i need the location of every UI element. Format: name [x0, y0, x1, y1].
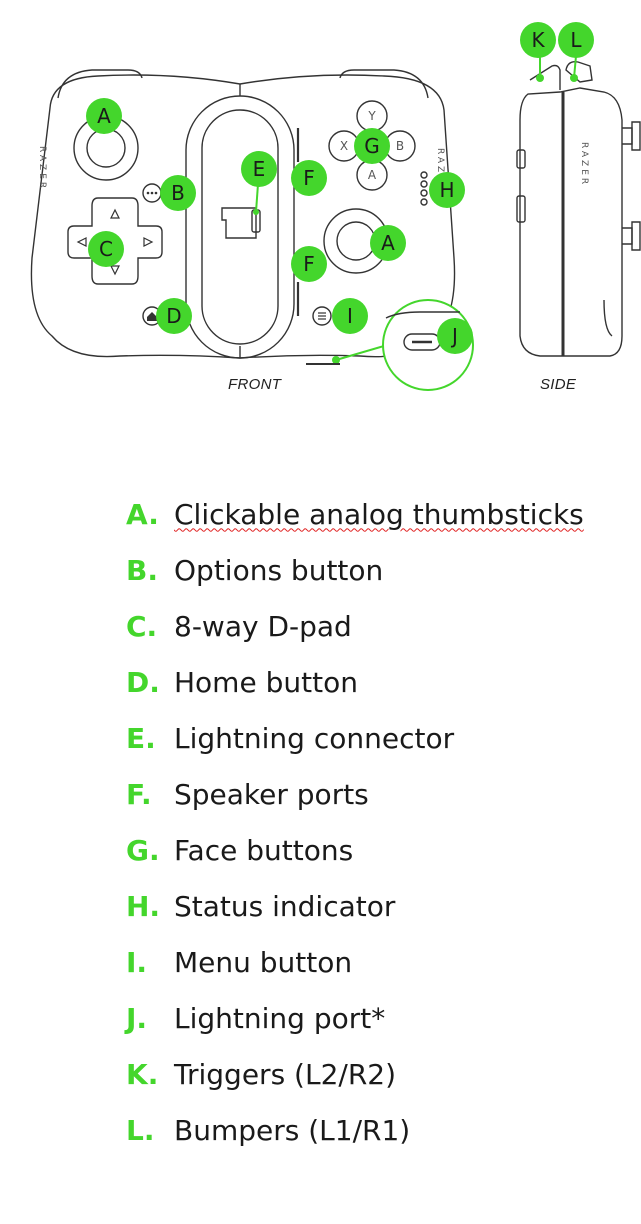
legend-item: E. Lightning connector: [126, 710, 626, 766]
callout-j: J: [437, 318, 473, 354]
side-view-caption: SIDE: [540, 376, 577, 393]
legend-item: C. 8-way D-pad: [126, 598, 626, 654]
legend-text: Triggers (L2/R2): [174, 1057, 397, 1091]
legend-item: K. Triggers (L2/R2): [126, 1046, 626, 1102]
options-icon: [146, 191, 158, 195]
legend-item: I. Menu button: [126, 934, 626, 990]
legend-item: H. Status indicator: [126, 878, 626, 934]
phone-dock-outer: [185, 95, 295, 359]
callout-a-right: A: [370, 225, 406, 261]
svg-text:F: F: [303, 252, 315, 276]
home-icon: [147, 312, 157, 321]
legend-item: A. Clickable analog thumbsticks: [126, 486, 626, 542]
legend-letter: C.: [126, 609, 158, 643]
legend-text: Bumpers (L1/R1): [174, 1113, 411, 1147]
legend: A. Clickable analog thumbsticks B. Options…: [126, 486, 626, 1158]
callout-f-upper: F: [291, 160, 327, 196]
svg-text:L: L: [570, 28, 582, 52]
legend-letter: E.: [126, 721, 156, 755]
legend-letter: B.: [126, 553, 158, 587]
callout-l: L: [558, 22, 594, 58]
svg-text:E: E: [253, 157, 266, 181]
callout-b: B: [160, 175, 196, 211]
legend-letter: G.: [126, 833, 160, 867]
face-label-b: B: [396, 139, 404, 153]
svg-text:K: K: [531, 28, 545, 52]
legend-letter: I.: [126, 945, 148, 979]
legend-letter: D.: [126, 665, 160, 699]
callout-f-lower: F: [291, 246, 327, 282]
svg-text:G: G: [364, 134, 380, 158]
legend-text: Options button: [174, 553, 384, 587]
legend-text: Menu button: [174, 945, 353, 979]
front-view-caption: FRONT: [228, 376, 282, 393]
svg-text:A: A: [381, 231, 395, 255]
svg-text:B: B: [171, 181, 185, 205]
callout-d: D: [156, 298, 192, 334]
port-leader-line: [335, 345, 385, 361]
callout-g: G: [354, 128, 390, 164]
legend-item: L. Bumpers (L1/R1): [126, 1102, 626, 1158]
legend-letter: H.: [126, 889, 161, 923]
callout-h: H: [429, 172, 465, 208]
legend-letter: L.: [126, 1113, 155, 1147]
status-led-icon: [420, 171, 428, 179]
lightning-connector-shape: [221, 207, 257, 239]
right-bumper-outline: [339, 69, 429, 99]
legend-text: Clickable analog thumbsticks: [174, 497, 584, 531]
callout-e: E: [241, 151, 277, 187]
legend-text: Lightning connector: [174, 721, 455, 755]
callout-a-left: A: [86, 98, 122, 134]
phone-dock-inner: [201, 109, 279, 345]
legend-item: F. Speaker ports: [126, 766, 626, 822]
brand-mark-side: RAZER: [579, 142, 589, 187]
legend-letter: K.: [126, 1057, 159, 1091]
face-label-x: X: [340, 139, 348, 153]
callout-k: K: [520, 22, 556, 58]
svg-text:J: J: [450, 324, 458, 348]
legend-letter: J.: [126, 1001, 148, 1035]
legend-letter: A.: [126, 497, 159, 531]
port-leader-dot: [332, 356, 340, 364]
legend-letter: F.: [126, 777, 152, 811]
face-label-y: Y: [367, 109, 376, 123]
menu-button: [312, 306, 332, 326]
legend-text: Home button: [174, 665, 358, 699]
legend-text: Speaker ports: [174, 777, 369, 811]
svg-text:D: D: [166, 304, 181, 328]
face-label-a: A: [368, 168, 377, 182]
controller-diagram: Y X B A RAZER RAZER RAZER A B C D: [30, 22, 641, 391]
legend-item: B. Options button: [126, 542, 626, 598]
right-thumbstick-cap: [336, 221, 376, 261]
dpad-outline: [67, 197, 163, 285]
brand-mark-left: RAZER: [37, 146, 47, 191]
svg-text:H: H: [439, 178, 454, 202]
legend-item: J. Lightning port*: [126, 990, 626, 1046]
svg-text:I: I: [347, 304, 353, 328]
legend-item: D. Home button: [126, 654, 626, 710]
menu-icon: [318, 312, 326, 320]
callout-i: I: [332, 298, 368, 334]
controller-side-view: [516, 60, 641, 357]
legend-text: Face buttons: [174, 833, 354, 867]
dpad-arrow-icon: [76, 208, 154, 276]
legend-text: Status indicator: [174, 889, 396, 923]
brand-mark-right: RAZER: [435, 148, 445, 193]
svg-text:F: F: [303, 166, 315, 190]
callout-c: C: [88, 231, 124, 267]
svg-text:C: C: [99, 237, 113, 261]
legend-text: Lightning port*: [174, 1001, 386, 1035]
left-bumper-outline: [57, 69, 143, 99]
legend-text: 8-way D-pad: [174, 609, 352, 643]
svg-text:A: A: [97, 104, 111, 128]
legend-item: G. Face buttons: [126, 822, 626, 878]
left-thumbstick-cap: [86, 128, 126, 168]
